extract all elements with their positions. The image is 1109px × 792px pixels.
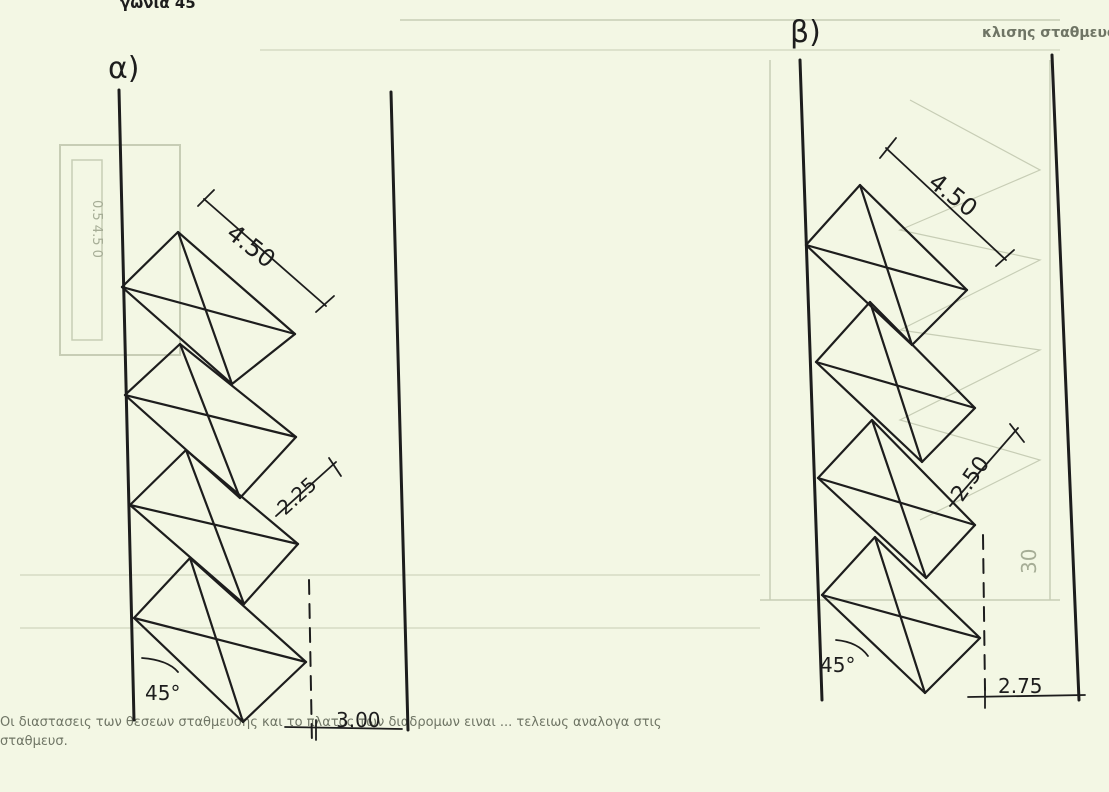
parking-stalls-a [120, 230, 308, 724]
diagram-b-label: β) [790, 15, 821, 50]
dimension-length-b: 4.50 [879, 137, 1015, 267]
boundary-line-left [117, 88, 136, 722]
stall [123, 342, 298, 500]
bleed-bottom-text-2: σταθμευσ. [0, 734, 68, 749]
bleed-zigzag [898, 99, 1042, 521]
aisle-dashed-line [308, 579, 313, 746]
angle-label: 45° [820, 653, 855, 677]
angle-arc [835, 639, 869, 657]
dimension-length-label: 4.50 [923, 168, 982, 223]
bleed-top-right-text: κλισης σταθμευσ [982, 25, 1109, 41]
angle-label: 45° [145, 681, 180, 705]
dimension-length-label: 4.50 [221, 219, 280, 274]
stall [120, 230, 297, 386]
dimension-aisle-a: 3.00 [284, 708, 403, 741]
stall [128, 448, 300, 606]
dimension-aisle-label: 2.75 [998, 674, 1043, 698]
diagram-b: β) [790, 15, 1086, 709]
dimension-aisle-b: 2.75 [967, 674, 1086, 709]
bleed-bottom-text-1: Οι διαστασεις των θεσεων σταθμευσης και … [0, 715, 662, 730]
stall [814, 300, 977, 464]
diagram-a-label: α) [108, 51, 139, 86]
dimension-length-a: 4.50 [197, 189, 335, 313]
boundary-line-right [1050, 53, 1081, 702]
header-text: γωνια 45 [120, 0, 196, 12]
aisle-dashed-line [982, 534, 986, 691]
bleed-inner-box [71, 159, 103, 341]
bleed-through: 30 0.5 4.5 0 [20, 19, 1060, 629]
stall [820, 535, 982, 695]
dimension-width-a: 2.25 [272, 457, 342, 520]
parking-stalls-b [804, 183, 982, 695]
dimension-aisle-label: 3.00 [336, 708, 381, 732]
bleed-box-digits: 0.5 4.5 0 [89, 200, 104, 258]
stall [132, 556, 308, 724]
bleed-angle-text: 30 [1017, 549, 1041, 574]
angle-arc [141, 657, 179, 673]
diagram-a: α) [108, 51, 410, 746]
boundary-line-right [389, 90, 410, 732]
dimension-width-label: 2.50 [946, 452, 995, 506]
stall [804, 183, 969, 347]
stall [816, 418, 977, 580]
boundary-line-left [798, 58, 824, 702]
